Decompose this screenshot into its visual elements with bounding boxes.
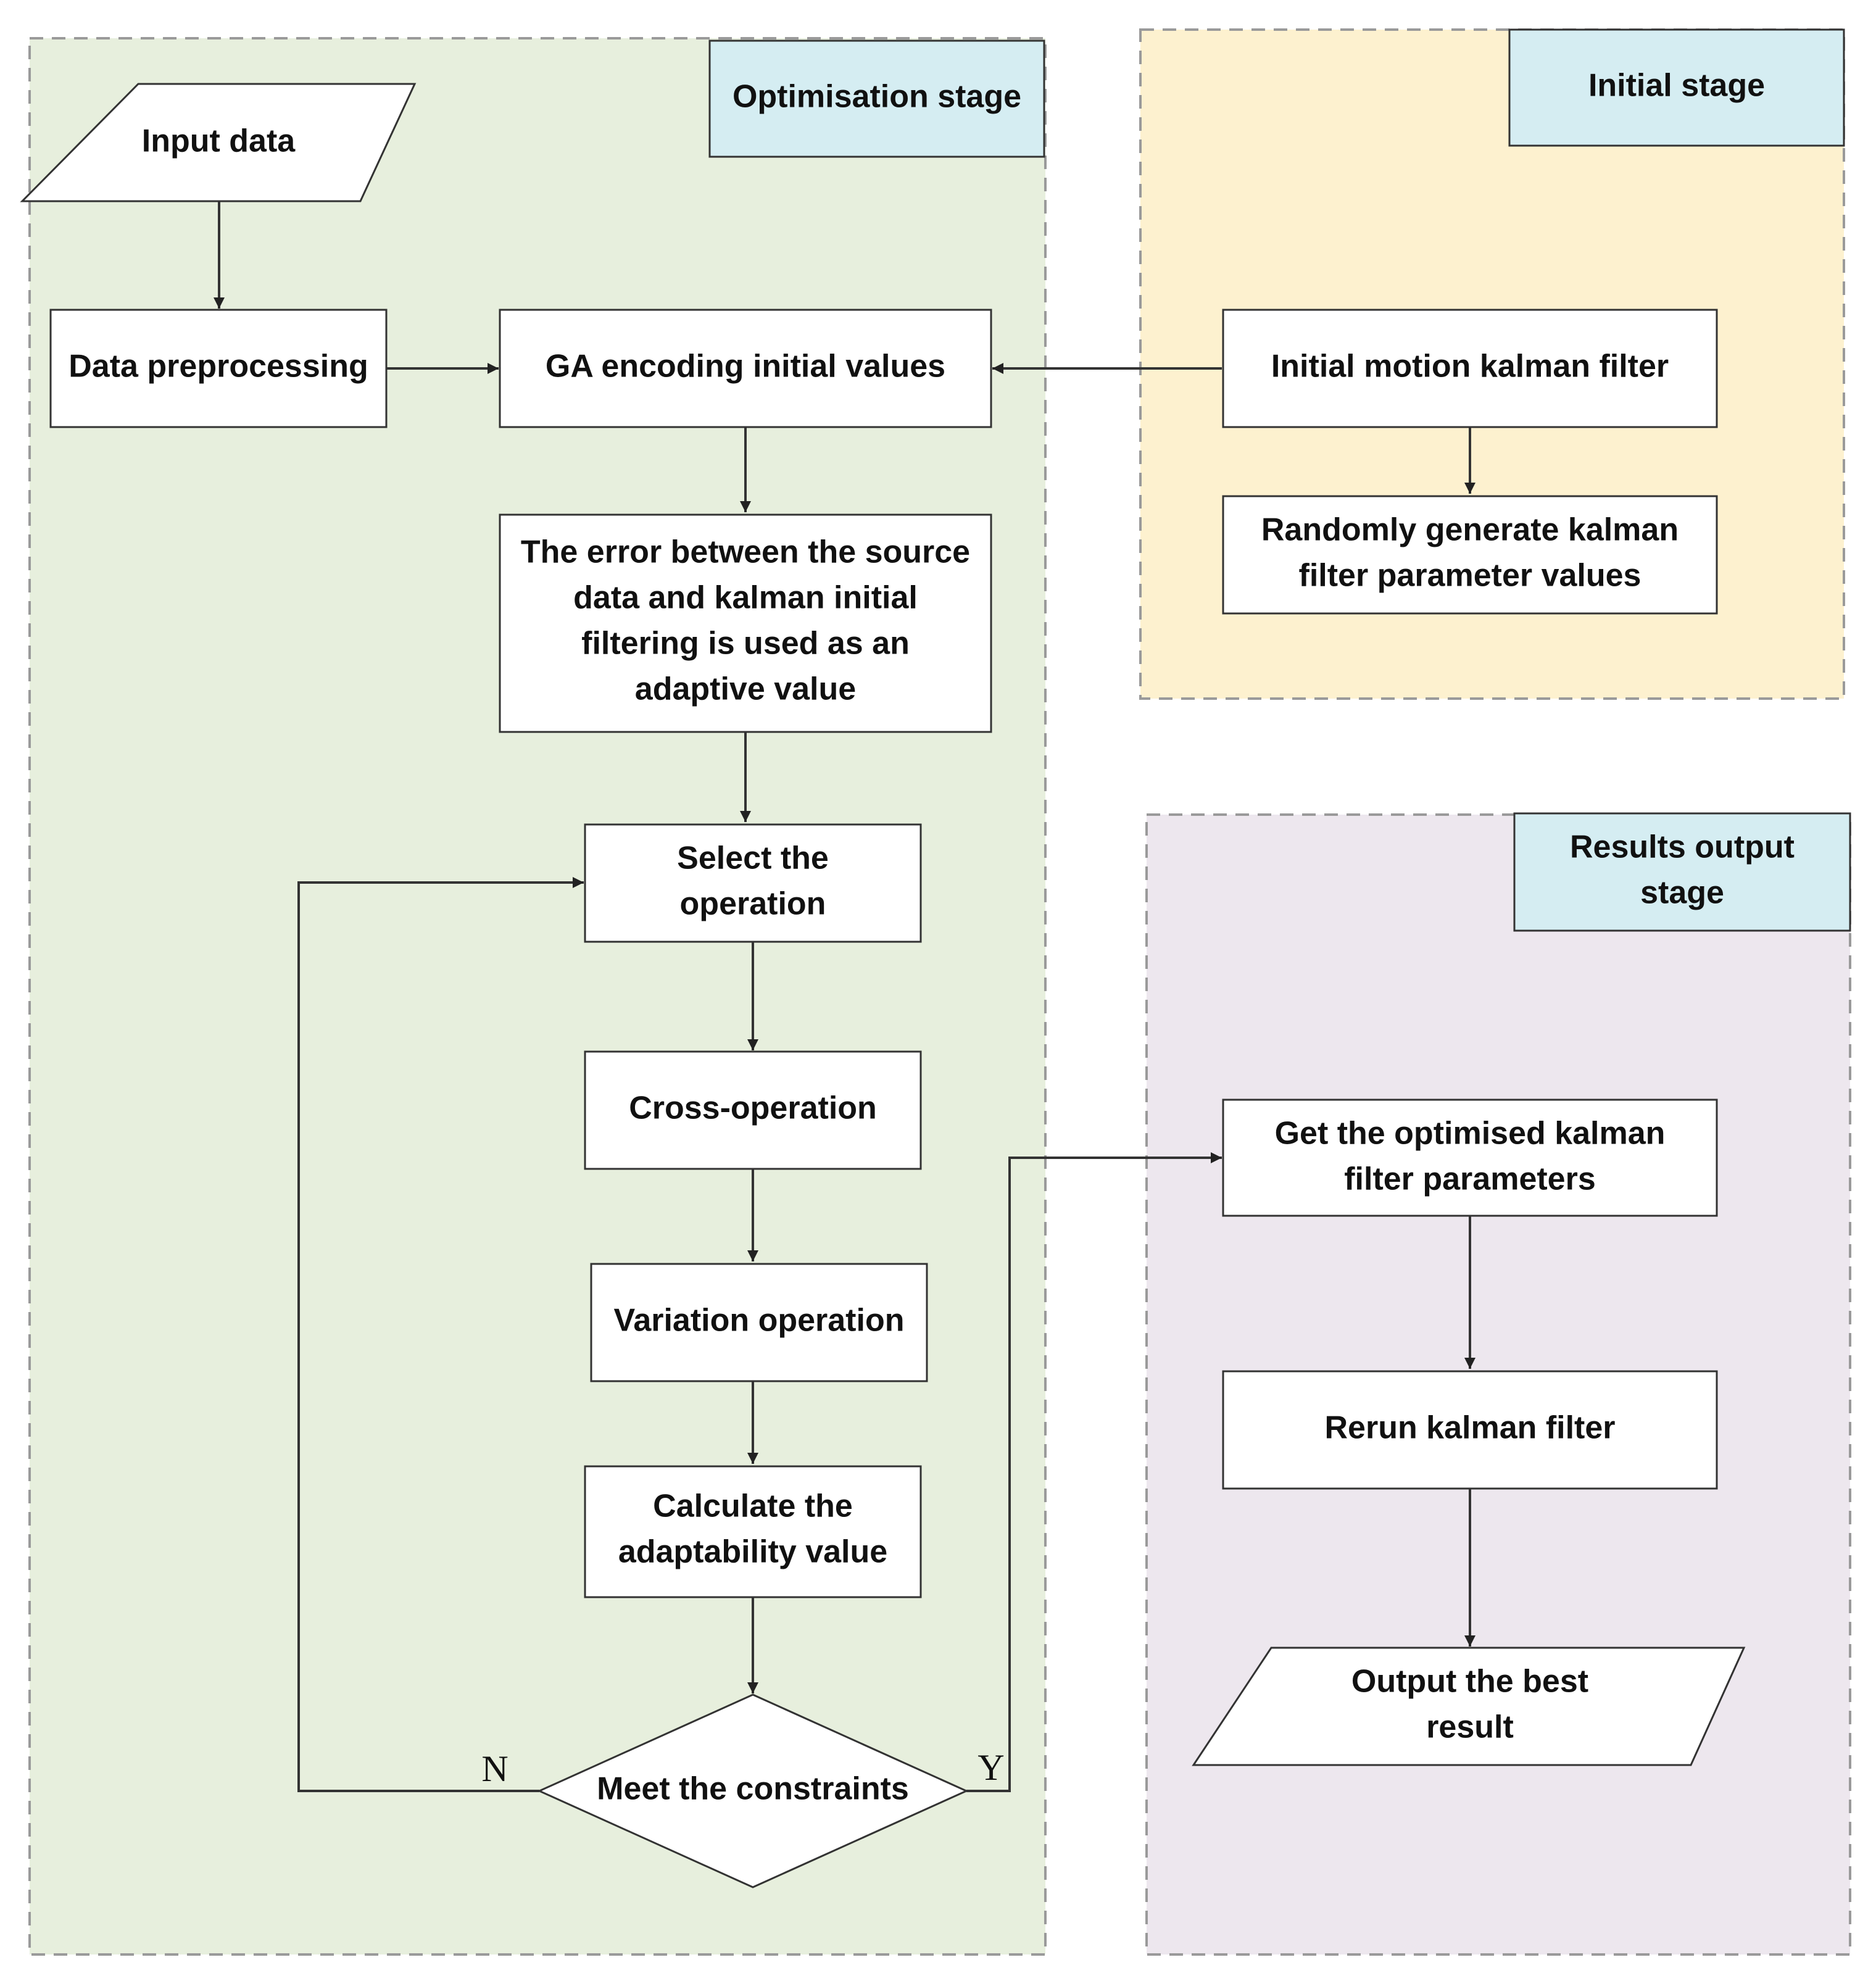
node-get-optimised-line2: filter parameters <box>1344 1161 1596 1197</box>
node-input-data: Input data <box>20 83 417 202</box>
node-error-adaptive-value: The error between the source data and ka… <box>499 513 992 733</box>
arrow-no-loop-to-select <box>297 877 584 1792</box>
optimisation-stage-label-text: Optimisation stage <box>733 79 1021 115</box>
node-get-optimised-line1: Get the optimised kalman <box>1275 1116 1666 1152</box>
node-cross-operation: Cross-operation <box>584 1050 922 1170</box>
node-ga-encoding: GA encoding initial values <box>499 309 992 428</box>
node-variation-operation-text: Variation operation <box>614 1303 905 1339</box>
initial-stage-label-text: Initial stage <box>1588 68 1765 104</box>
node-variation-operation: Variation operation <box>590 1263 928 1382</box>
node-error-adaptive-line2: data and kalman initial <box>573 580 918 616</box>
results-output-stage-label-line2: stage <box>1640 875 1724 911</box>
branch-label-no: N <box>481 1748 508 1789</box>
results-output-stage-label: Results output stage <box>1513 812 1851 932</box>
node-meet-constraints-decision: Meet the constraints <box>537 1693 969 1888</box>
node-calculate-adaptability: Calculate the adaptability value <box>584 1465 922 1598</box>
node-input-data-text: Input data <box>142 123 296 159</box>
node-calculate-adaptability-line1: Calculate the <box>653 1489 853 1524</box>
node-meet-constraints-text: Meet the constraints <box>597 1771 909 1807</box>
node-select-operation-line1: Select the <box>677 841 829 876</box>
node-select-operation: Select the operation <box>584 823 922 943</box>
node-error-adaptive-line1: The error between the source <box>521 534 970 570</box>
node-error-adaptive-line3: filtering is used as an <box>581 626 910 662</box>
node-rerun-kalman-text: Rerun kalman filter <box>1324 1410 1615 1446</box>
node-data-preprocessing: Data preprocessing <box>49 309 388 428</box>
connectors <box>214 201 1475 1792</box>
node-output-best-result: Output the best result <box>1192 1647 1746 1766</box>
node-select-operation-line2: operation <box>680 886 826 922</box>
node-output-best-line2: result <box>1426 1709 1514 1745</box>
branch-label-yes: Y <box>977 1747 1004 1788</box>
node-calculate-adaptability-line2: adaptability value <box>618 1534 887 1570</box>
results-output-stage-label-line1: Results output <box>1570 829 1795 865</box>
arrow-yes-to-get-optimised <box>966 1152 1222 1792</box>
node-get-optimised-parameters: Get the optimised kalman filter paramete… <box>1222 1099 1718 1217</box>
node-rerun-kalman: Rerun kalman filter <box>1222 1370 1718 1490</box>
node-data-preprocessing-text: Data preprocessing <box>68 349 368 384</box>
node-output-best-line1: Output the best <box>1351 1664 1588 1700</box>
node-initial-motion-kalman-text: Initial motion kalman filter <box>1271 349 1669 384</box>
node-randomly-generate: Randomly generate kalman filter paramete… <box>1222 495 1718 615</box>
node-initial-motion-kalman: Initial motion kalman filter <box>1222 309 1718 428</box>
node-ga-encoding-text: GA encoding initial values <box>546 349 945 384</box>
node-randomly-generate-line1: Randomly generate kalman <box>1261 512 1679 548</box>
node-error-adaptive-line4: adaptive value <box>635 671 856 707</box>
initial-stage-label: Initial stage <box>1508 28 1845 147</box>
node-cross-operation-text: Cross-operation <box>629 1090 877 1126</box>
optimisation-stage-label: Optimisation stage <box>708 39 1045 158</box>
node-randomly-generate-line2: filter parameter values <box>1299 558 1642 594</box>
